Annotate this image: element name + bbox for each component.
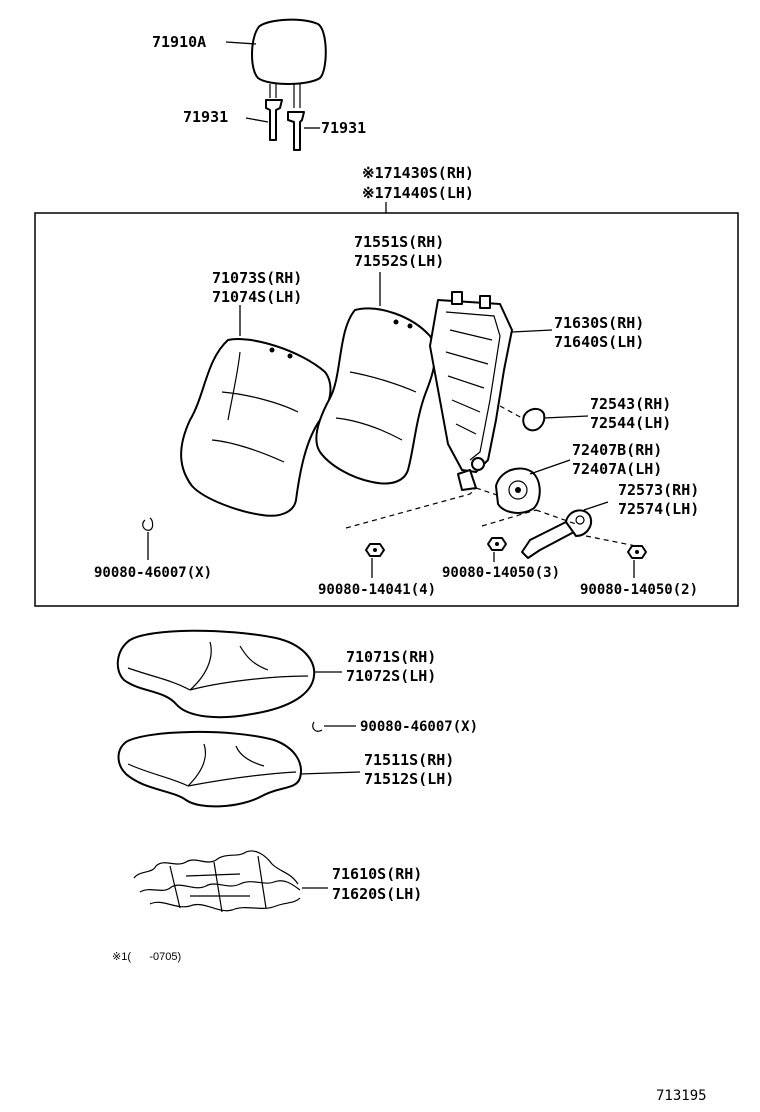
label-back-cover-lh: 71074S(LH) — [212, 288, 302, 306]
seat-back-frame-part[interactable] — [429, 291, 513, 491]
label-guide-right: 71931 — [321, 119, 366, 137]
label-spring-rh: 71610S(RH) — [332, 865, 422, 883]
label-spring-lh: 71620S(LH) — [332, 885, 422, 903]
seat-back-assembly-frame — [34, 212, 739, 607]
recliner-adjuster-part[interactable] — [495, 467, 541, 514]
figure-number: 713195 — [656, 1088, 707, 1104]
cushion-spring-part[interactable] — [133, 850, 301, 913]
label-back-assy-lh: ※171440S(LH) — [362, 184, 474, 202]
seat-back-cover-part[interactable] — [180, 338, 332, 517]
hinge-cover-part[interactable] — [522, 408, 546, 432]
label-back-frame-lh: 71640S(LH) — [554, 333, 644, 351]
label-bolt-b: 90080-14050(3) — [442, 565, 560, 581]
label-lever-lh: 72574(LH) — [618, 500, 699, 518]
label-adjuster-rh: 72407B(RH) — [572, 441, 662, 459]
bolt-a-part[interactable] — [365, 543, 385, 557]
label-cushion-pad-lh: 71512S(LH) — [364, 770, 454, 788]
label-back-frame-rh: 71630S(RH) — [554, 314, 644, 332]
label-cushion-cover-lh: 71072S(LH) — [346, 667, 436, 685]
label-back-assy-rh: ※171430S(RH) — [362, 164, 474, 182]
label-back-cover-rh: 71073S(RH) — [212, 269, 302, 287]
hog-ring-cushion-part[interactable] — [312, 721, 323, 732]
label-back-pad-rh: 71551S(RH) — [354, 233, 444, 251]
label-bolt-c: 90080-14050(2) — [580, 582, 698, 598]
seat-cushion-pad-part[interactable] — [117, 730, 302, 808]
label-lever-rh: 72573(RH) — [618, 481, 699, 499]
seat-back-pad-part[interactable] — [315, 307, 437, 485]
recline-lever-part[interactable] — [521, 509, 592, 559]
label-back-pad-lh: 71552S(LH) — [354, 252, 444, 270]
headrest-part[interactable] — [251, 18, 327, 108]
label-cushion-cover-rh: 71071S(RH) — [346, 648, 436, 666]
seat-cushion-cover-part[interactable] — [116, 629, 316, 719]
label-hinge-cover-rh: 72543(RH) — [590, 395, 671, 413]
label-guide-left: 71931 — [183, 108, 228, 126]
headrest-guide-left[interactable] — [265, 99, 283, 141]
label-cushion-pad-rh: 71511S(RH) — [364, 751, 454, 769]
hog-ring-back-part[interactable] — [142, 517, 154, 531]
headrest-guide-right[interactable] — [287, 111, 305, 151]
label-hinge-cover-lh: 72544(LH) — [590, 414, 671, 432]
footnote-production-range: ※1( -0705) — [112, 951, 181, 963]
label-adjuster-lh: 72407A(LH) — [572, 460, 662, 478]
bolt-b-part[interactable] — [487, 537, 507, 551]
label-hog-ring-cushion: 90080-46007(X) — [360, 719, 478, 735]
label-hog-ring-back: 90080-46007(X) — [94, 565, 212, 581]
bolt-c-part[interactable] — [627, 545, 647, 559]
label-bolt-a: 90080-14041(4) — [318, 582, 436, 598]
label-headrest: 71910A — [152, 33, 206, 51]
